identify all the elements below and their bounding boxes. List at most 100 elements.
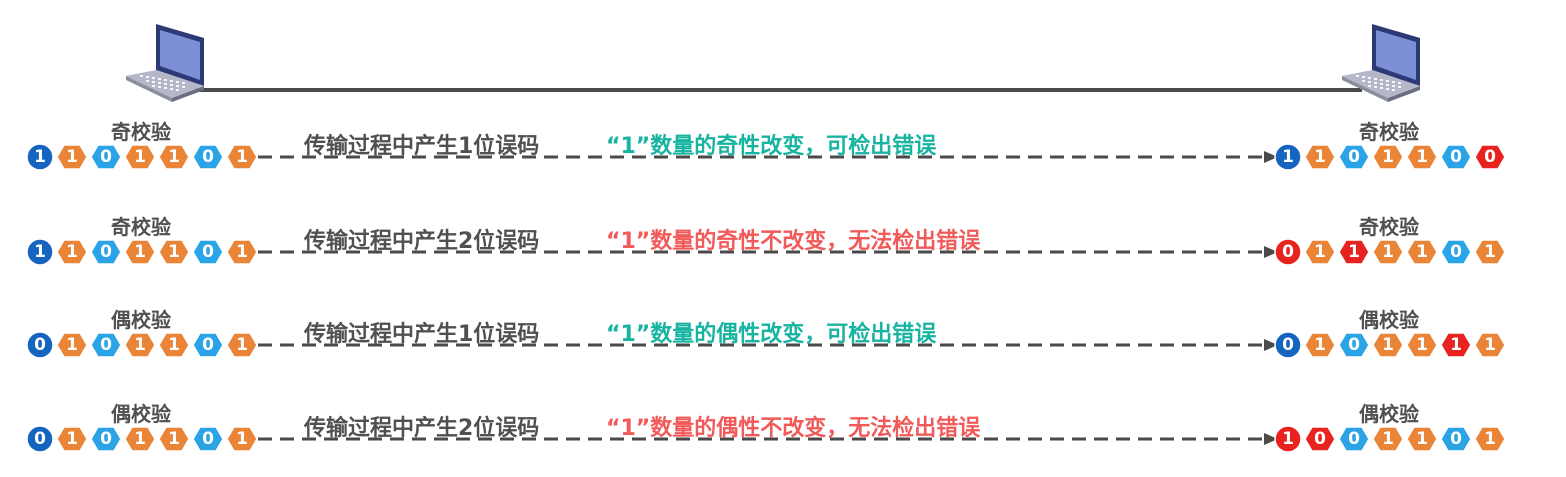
laptop-icon (1342, 24, 1420, 102)
receiver-check-label: 奇校验 (1359, 215, 1419, 239)
bit-label: 1 (134, 429, 146, 449)
data-bit: 1 (158, 332, 190, 358)
detection-result-label: “1”数量的偶性改变，可检出错误 (606, 322, 937, 347)
bit-label: 1 (1382, 429, 1394, 449)
parity-bit: 1 (26, 238, 54, 266)
bit-label: 0 (1282, 242, 1294, 262)
data-bit: 1 (56, 332, 88, 358)
data-bit: 0 (90, 332, 122, 358)
bit-label: 0 (34, 429, 46, 449)
bit-label: 1 (1382, 147, 1394, 167)
parity-bit: 0 (1274, 238, 1302, 266)
parity-bit: 1 (1274, 143, 1302, 171)
transmission-row-2: 奇校验 奇校验 传输过程中产生2位误码 “1”数量的奇性不改变，无法检出错误 1… (0, 211, 1566, 281)
bit-label: 0 (100, 429, 112, 449)
detection-result-label: “1”数量的奇性改变，可检出错误 (606, 134, 937, 159)
bit-label: 1 (1314, 335, 1326, 355)
bit-label: 0 (100, 335, 112, 355)
data-bit: 1 (1372, 144, 1404, 170)
bit-label: 1 (1314, 147, 1326, 167)
bit-label: 0 (1348, 147, 1360, 167)
data-bit: 1 (1372, 239, 1404, 265)
bit-label: 1 (168, 242, 180, 262)
data-bit: 1 (226, 144, 258, 170)
bit-label: 0 (100, 242, 112, 262)
bit-label: 1 (1416, 147, 1428, 167)
data-bit: 0 (1440, 239, 1472, 265)
data-bit: 1 (56, 426, 88, 452)
bit-label: 0 (1450, 429, 1462, 449)
detection-result-label: “1”数量的偶性不改变，无法检出错误 (606, 416, 981, 441)
bit-label: 1 (1314, 242, 1326, 262)
data-bit: 1 (124, 239, 156, 265)
data-bit: 1 (1406, 332, 1438, 358)
bit-label: 1 (168, 429, 180, 449)
bit-label: 0 (1484, 147, 1496, 167)
transmission-row-4: 偶校验 偶校验 传输过程中产生2位误码 “1”数量的偶性不改变，无法检出错误 0… (0, 398, 1566, 468)
bit-label: 1 (1382, 242, 1394, 262)
bit-label: 1 (1416, 335, 1428, 355)
data-bit: 0 (192, 144, 224, 170)
detection-result-label: “1”数量的奇性不改变，无法检出错误 (606, 229, 981, 254)
receiver-check-label: 奇校验 (1359, 120, 1419, 144)
data-bit: 0 (192, 426, 224, 452)
data-bit: 1 (1304, 239, 1336, 265)
bit-label: 0 (1450, 147, 1462, 167)
bit-label: 1 (1484, 242, 1496, 262)
data-bit: 0 (90, 239, 122, 265)
receiver-check-label: 偶校验 (1359, 308, 1419, 332)
bit-label: 0 (1348, 335, 1360, 355)
bit-label: 1 (66, 147, 78, 167)
bit-label: 1 (1282, 147, 1294, 167)
bit-label: 1 (1382, 335, 1394, 355)
transmission-error-label: 传输过程中产生1位误码 (304, 134, 540, 159)
data-bit: 1 (1304, 332, 1336, 358)
bit-label: 0 (1348, 429, 1360, 449)
transmission-arrow (258, 246, 1278, 258)
data-bit: 1 (226, 239, 258, 265)
data-bit: 0 (192, 332, 224, 358)
bit-label: 1 (1416, 429, 1428, 449)
data-bit: 0 (90, 144, 122, 170)
laptop-icon (126, 24, 204, 102)
data-bit: 0 (1338, 426, 1370, 452)
bit-label: 1 (34, 147, 46, 167)
data-bit: 0 (1474, 144, 1506, 170)
data-bit: 1 (1372, 332, 1404, 358)
bit-label: 1 (236, 335, 248, 355)
parity-bit: 1 (1274, 425, 1302, 453)
data-bit: 0 (192, 239, 224, 265)
data-bit: 1 (124, 332, 156, 358)
bit-label: 0 (1314, 429, 1326, 449)
sender-check-label: 奇校验 (111, 215, 171, 239)
bit-label: 1 (236, 242, 248, 262)
data-bit: 1 (56, 239, 88, 265)
bit-label: 1 (1484, 335, 1496, 355)
data-bit: 1 (226, 426, 258, 452)
data-bit: 1 (1474, 332, 1506, 358)
bit-label: 1 (134, 335, 146, 355)
parity-bit: 0 (26, 331, 54, 359)
sender-check-label: 奇校验 (111, 120, 171, 144)
transmission-arrow (258, 339, 1278, 351)
data-bit: 0 (1440, 144, 1472, 170)
bit-label: 1 (1484, 429, 1496, 449)
receiver-check-label: 偶校验 (1359, 402, 1419, 426)
data-bit: 1 (1338, 239, 1370, 265)
bit-label: 0 (202, 147, 214, 167)
bit-label: 0 (202, 242, 214, 262)
data-bit: 1 (124, 144, 156, 170)
data-bit: 1 (158, 239, 190, 265)
parity-bit: 1 (26, 143, 54, 171)
transmission-arrow (258, 151, 1278, 163)
data-bit: 1 (124, 426, 156, 452)
